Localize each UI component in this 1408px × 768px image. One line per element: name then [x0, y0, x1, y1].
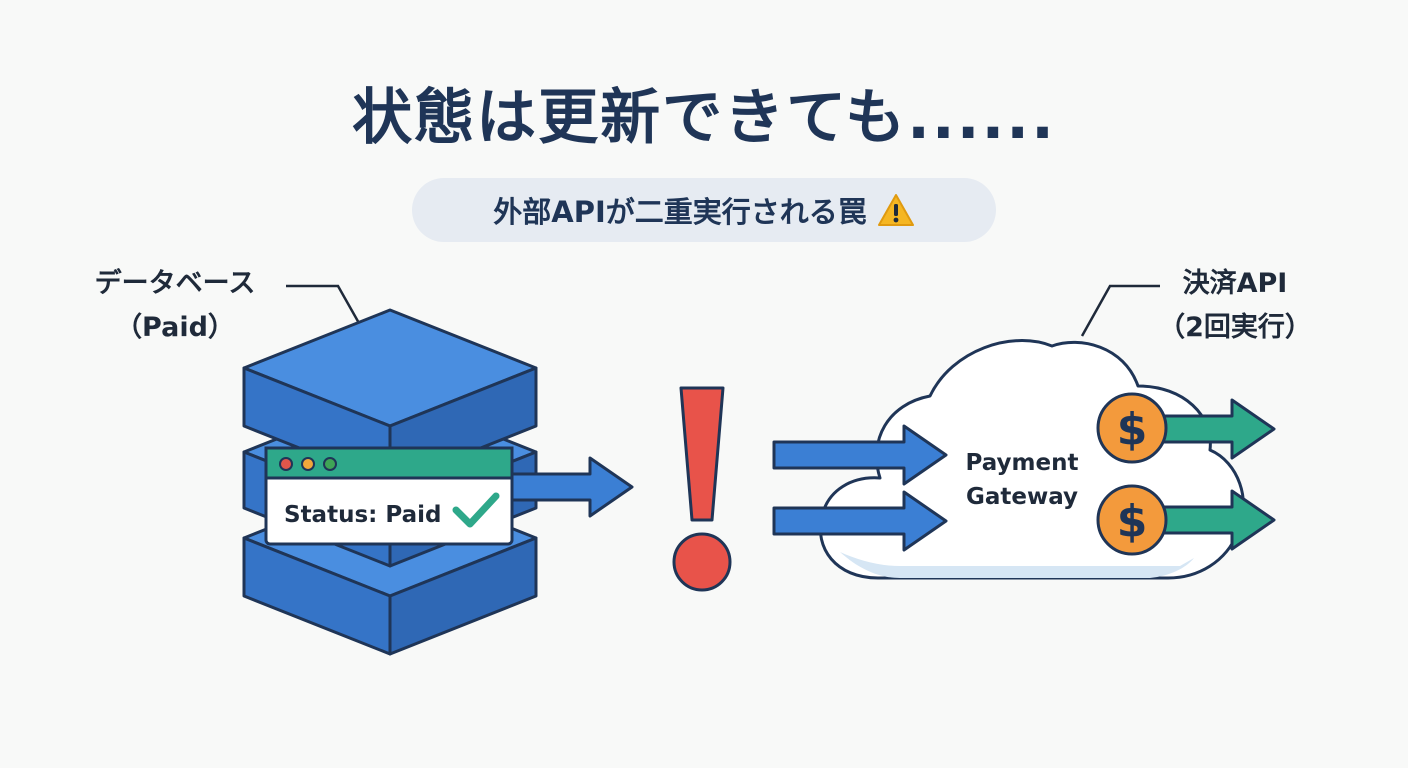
- window-dot-red: [279, 457, 293, 471]
- database-label-line1: データベース: [94, 268, 256, 299]
- database-outgoing-arrow: [498, 456, 634, 518]
- exclamation-icon: [672, 386, 732, 592]
- gateway-label-line1: Payment: [966, 450, 1079, 476]
- subtitle-text: 外部APIが二重実行される罠: [493, 195, 867, 229]
- payment-api-label-line2: （2回実行）: [1158, 312, 1312, 343]
- incoming-arrow-top: [772, 424, 948, 486]
- database-leader-line: [286, 284, 366, 333]
- window-dot-green: [323, 457, 337, 471]
- checkmark-icon: [452, 492, 500, 528]
- api-leader-line: [1080, 284, 1160, 337]
- payment-api-label-line1: 決済API: [1182, 268, 1288, 299]
- status-window: Status: Paid: [264, 446, 514, 546]
- subtitle-pill: 外部APIが二重実行される罠: [412, 178, 996, 242]
- coin-symbol-bottom: $: [1117, 496, 1148, 547]
- warning-icon: [877, 194, 914, 226]
- coin-symbol-top: $: [1117, 404, 1148, 455]
- page-title: 状態は更新できても......: [352, 83, 1056, 153]
- window-dot-yellow: [301, 457, 315, 471]
- incoming-arrow-bottom: [772, 490, 948, 552]
- database-label: データベース （Paid）: [70, 262, 280, 350]
- gateway-label-line2: Gateway: [966, 484, 1078, 510]
- coin-icon-bottom: $: [1096, 484, 1168, 556]
- coin-icon-top: $: [1096, 392, 1168, 464]
- database-label-line2: （Paid）: [115, 312, 235, 343]
- payment-api-label: 決済API （2回実行）: [1150, 262, 1320, 350]
- status-text: Status: Paid: [284, 502, 441, 528]
